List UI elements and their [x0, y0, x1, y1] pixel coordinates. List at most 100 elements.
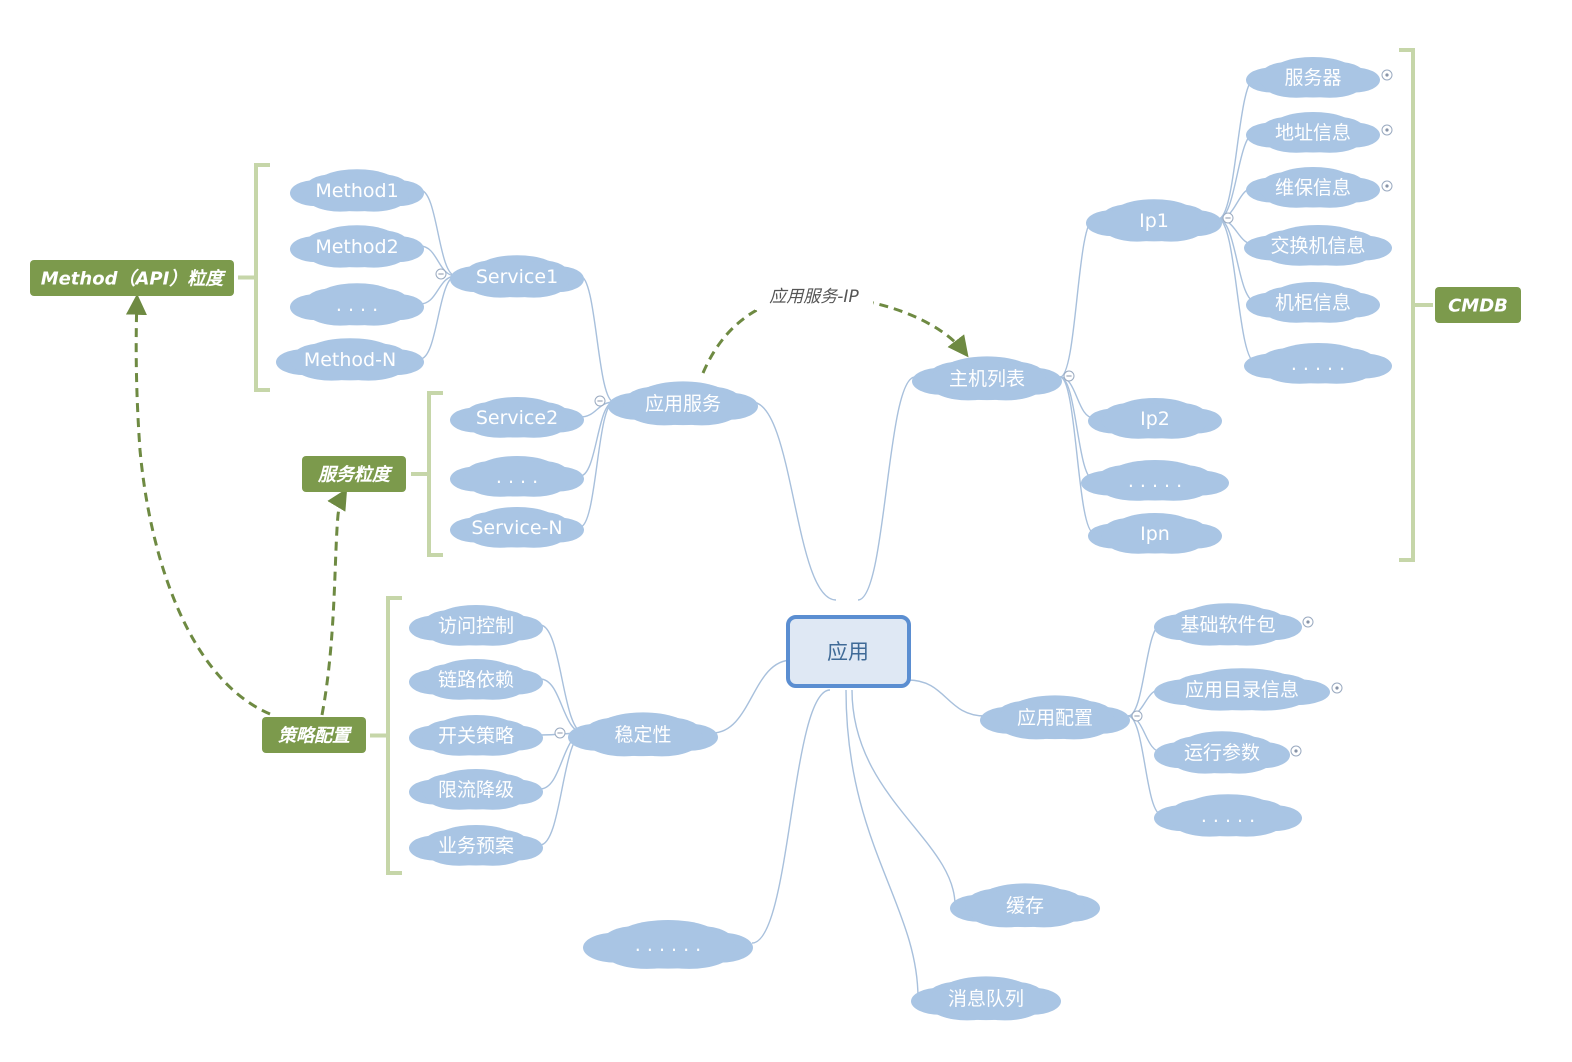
center-node[interactable]: 应用 [786, 615, 911, 688]
node-app-config-child-2[interactable]: 应用目录信息 [1154, 668, 1331, 711]
node-ip1-child-2[interactable]: 地址信息 [1246, 112, 1381, 153]
line-center-more [751, 689, 831, 944]
node-stability-child-2[interactable]: 链路依赖 [409, 659, 543, 700]
node-ip1-child-5-label: 机柜信息 [1275, 292, 1351, 314]
node-service-4[interactable]: Service-N [450, 507, 584, 548]
node-method-2[interactable]: Method2 [290, 225, 424, 268]
node-service1-label: Service1 [476, 266, 558, 288]
tag-policy-config-label: 策略配置 [278, 726, 353, 747]
node-stability-child-4[interactable]: 限流降级 [409, 769, 543, 810]
tag-service-granularity-label: 服务粒度 [317, 465, 393, 486]
node-ip1[interactable]: Ip1 [1086, 199, 1223, 242]
node-app-config-child-3[interactable]: 运行参数 [1154, 731, 1291, 774]
node-service1[interactable]: Service1 [450, 255, 584, 298]
node-app-config-child-1[interactable]: 基础软件包 [1154, 603, 1302, 646]
node-host-list[interactable]: 主机列表 [912, 356, 1062, 401]
bracket-cmdb [1399, 48, 1433, 562]
expand-server[interactable] [1381, 69, 1393, 81]
node-host-other-1[interactable]: Ip2 [1088, 398, 1223, 439]
line-host-more [1059, 376, 1095, 481]
line-stability-child-2 [539, 678, 585, 734]
node-stability-child-1[interactable]: 访问控制 [409, 605, 543, 646]
arrow-policy-to-method-api [125, 293, 271, 716]
node-app-service-label: 应用服务 [645, 393, 721, 415]
node-app-config-child-1-label: 基础软件包 [1180, 614, 1275, 636]
node-ip1-child-4[interactable]: 交换机信息 [1244, 225, 1392, 266]
collapse-app-service[interactable] [594, 395, 606, 407]
line-app-config-child-4 [1127, 715, 1163, 816]
node-host-other-3[interactable]: Ipn [1088, 513, 1223, 554]
expand-address-info[interactable] [1381, 124, 1393, 136]
center-label: 应用 [827, 640, 869, 664]
line-service1-method-4 [419, 275, 457, 360]
line-stability-child-1 [539, 624, 585, 734]
relation-label: 应用服务-IP [769, 287, 859, 307]
collapse-app-config[interactable] [1131, 710, 1143, 722]
node-ip1-child-4-label: 交换机信息 [1270, 235, 1365, 257]
relation-label-group: 应用服务-IP [755, 284, 873, 310]
node-host-other-1-label: Ip2 [1140, 408, 1170, 430]
collapse-host-list[interactable] [1063, 370, 1075, 382]
node-app-config-child-4[interactable]: . . . . . [1154, 794, 1302, 837]
expand-app-dir-info[interactable] [1331, 682, 1343, 694]
node-method-4-label: Method-N [304, 349, 396, 371]
line-host-ipn [1059, 376, 1095, 534]
node-method-1[interactable]: Method1 [290, 169, 424, 212]
collapse-stability[interactable] [554, 727, 566, 739]
node-ip1-child-1[interactable]: 服务器 [1246, 57, 1381, 98]
node-method-2-label: Method2 [315, 236, 398, 258]
line-center-host-list [857, 376, 916, 601]
line-ip1-child-6 [1217, 218, 1257, 364]
node-service-4-label: Service-N [471, 517, 562, 539]
node-ip1-child-3[interactable]: 维保信息 [1246, 167, 1381, 208]
line-center-mq [845, 689, 919, 999]
collapse-ip1[interactable] [1222, 212, 1234, 224]
node-app-config-child-4-label: . . . . . [1201, 805, 1255, 827]
collapse-service1[interactable] [435, 268, 447, 280]
node-stability-child-5-label: 业务预案 [438, 835, 514, 857]
tag-cmdb[interactable]: CMDB [1435, 287, 1521, 323]
expand-maintenance-info[interactable] [1381, 180, 1393, 192]
tag-method-api-granularity[interactable]: Method（API）粒度 [30, 260, 234, 296]
node-stability-child-5[interactable]: 业务预案 [409, 825, 543, 866]
node-app-config[interactable]: 应用配置 [980, 695, 1130, 740]
node-mq[interactable]: 消息队列 [911, 976, 1061, 1021]
node-host-other-2[interactable]: . . . . . [1081, 460, 1229, 501]
line-stability-child-5 [539, 732, 585, 846]
node-service-3[interactable]: . . . . [450, 456, 584, 497]
node-method-4[interactable]: Method-N [276, 338, 424, 381]
node-stability-label: 稳定性 [614, 724, 671, 746]
node-mq-label: 消息队列 [948, 988, 1024, 1010]
node-service-3-label: . . . . [496, 466, 538, 488]
node-service-2-label: Service2 [476, 407, 558, 429]
node-stability-child-4-label: 限流降级 [438, 779, 514, 801]
node-ip1-child-6[interactable]: . . . . . [1244, 343, 1392, 384]
node-ip1-child-5[interactable]: 机柜信息 [1246, 282, 1381, 323]
line-service1-method-1 [419, 189, 457, 277]
node-stability-child-3-label: 开关策略 [438, 725, 514, 747]
node-cache[interactable]: 缓存 [950, 883, 1100, 928]
tag-policy-config[interactable]: 策略配置 [262, 717, 366, 753]
bracket-services [411, 391, 443, 557]
node-stability[interactable]: 稳定性 [568, 712, 718, 757]
expand-runtime-params[interactable] [1290, 745, 1302, 757]
node-method-3-label: . . . . [336, 294, 378, 316]
node-method-3[interactable]: . . . . [290, 283, 424, 326]
node-stability-child-3[interactable]: 开关策略 [409, 715, 543, 756]
node-service-2[interactable]: Service2 [450, 397, 584, 438]
line-ip1-child-1 [1217, 76, 1257, 220]
line-app-service-servicen [579, 401, 615, 528]
line-app-config-child-3 [1127, 715, 1163, 753]
node-stability-child-1-label: 访问控制 [438, 615, 514, 637]
node-more-branches[interactable]: . . . . . . [583, 920, 753, 969]
node-host-list-label: 主机列表 [949, 368, 1025, 390]
tag-method-api-granularity-label: Method（API）粒度 [41, 269, 227, 290]
node-app-service[interactable]: 应用服务 [608, 381, 758, 426]
tag-service-granularity[interactable]: 服务粒度 [302, 456, 406, 492]
node-app-config-child-2-label: 应用目录信息 [1185, 679, 1299, 701]
node-more-branches-label: . . . . . . [635, 934, 701, 956]
arrow-policy-to-service [320, 488, 348, 716]
expand-base-software[interactable] [1302, 616, 1314, 628]
node-ip1-child-6-label: . . . . . [1291, 353, 1345, 375]
